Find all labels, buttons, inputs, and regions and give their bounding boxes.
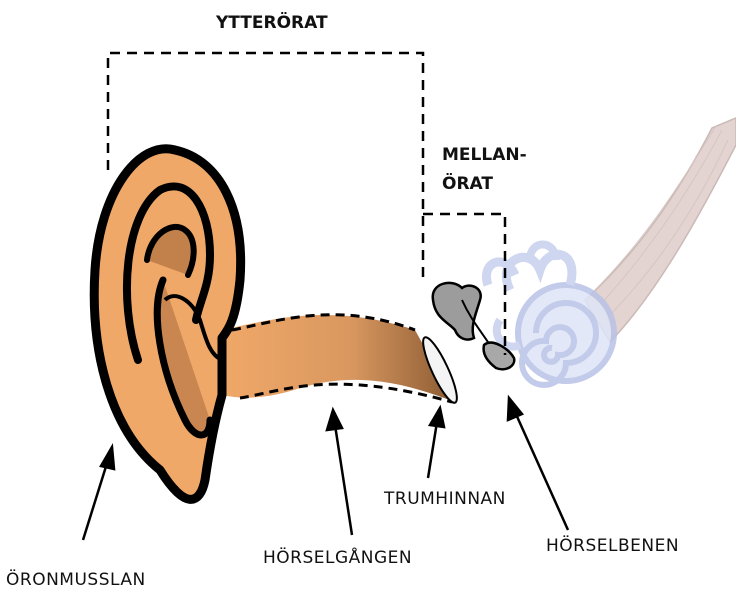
- eardrum-arrow: [428, 422, 437, 478]
- outer-ear-label: YTTERÖRAT: [215, 11, 328, 33]
- ossicles: [433, 283, 515, 369]
- middle-ear-label-line2: ÖRAT: [442, 172, 493, 194]
- pinna: [94, 149, 240, 500]
- ear-canal-arrow: [335, 425, 352, 535]
- pinna-label: ÖRONMUSSLAN: [6, 568, 146, 590]
- ossicles-label: HÖRSELBENEN: [546, 534, 679, 556]
- ear-canal: [222, 315, 455, 402]
- ear-canal-label: HÖRSELGÅNGEN: [263, 546, 412, 568]
- middle-ear-label-line1: MELLAN-: [442, 145, 527, 165]
- eardrum-label: TRUMHINNAN: [383, 489, 506, 509]
- ossicles-arrow: [515, 412, 568, 530]
- pinna-arrow: [83, 460, 108, 540]
